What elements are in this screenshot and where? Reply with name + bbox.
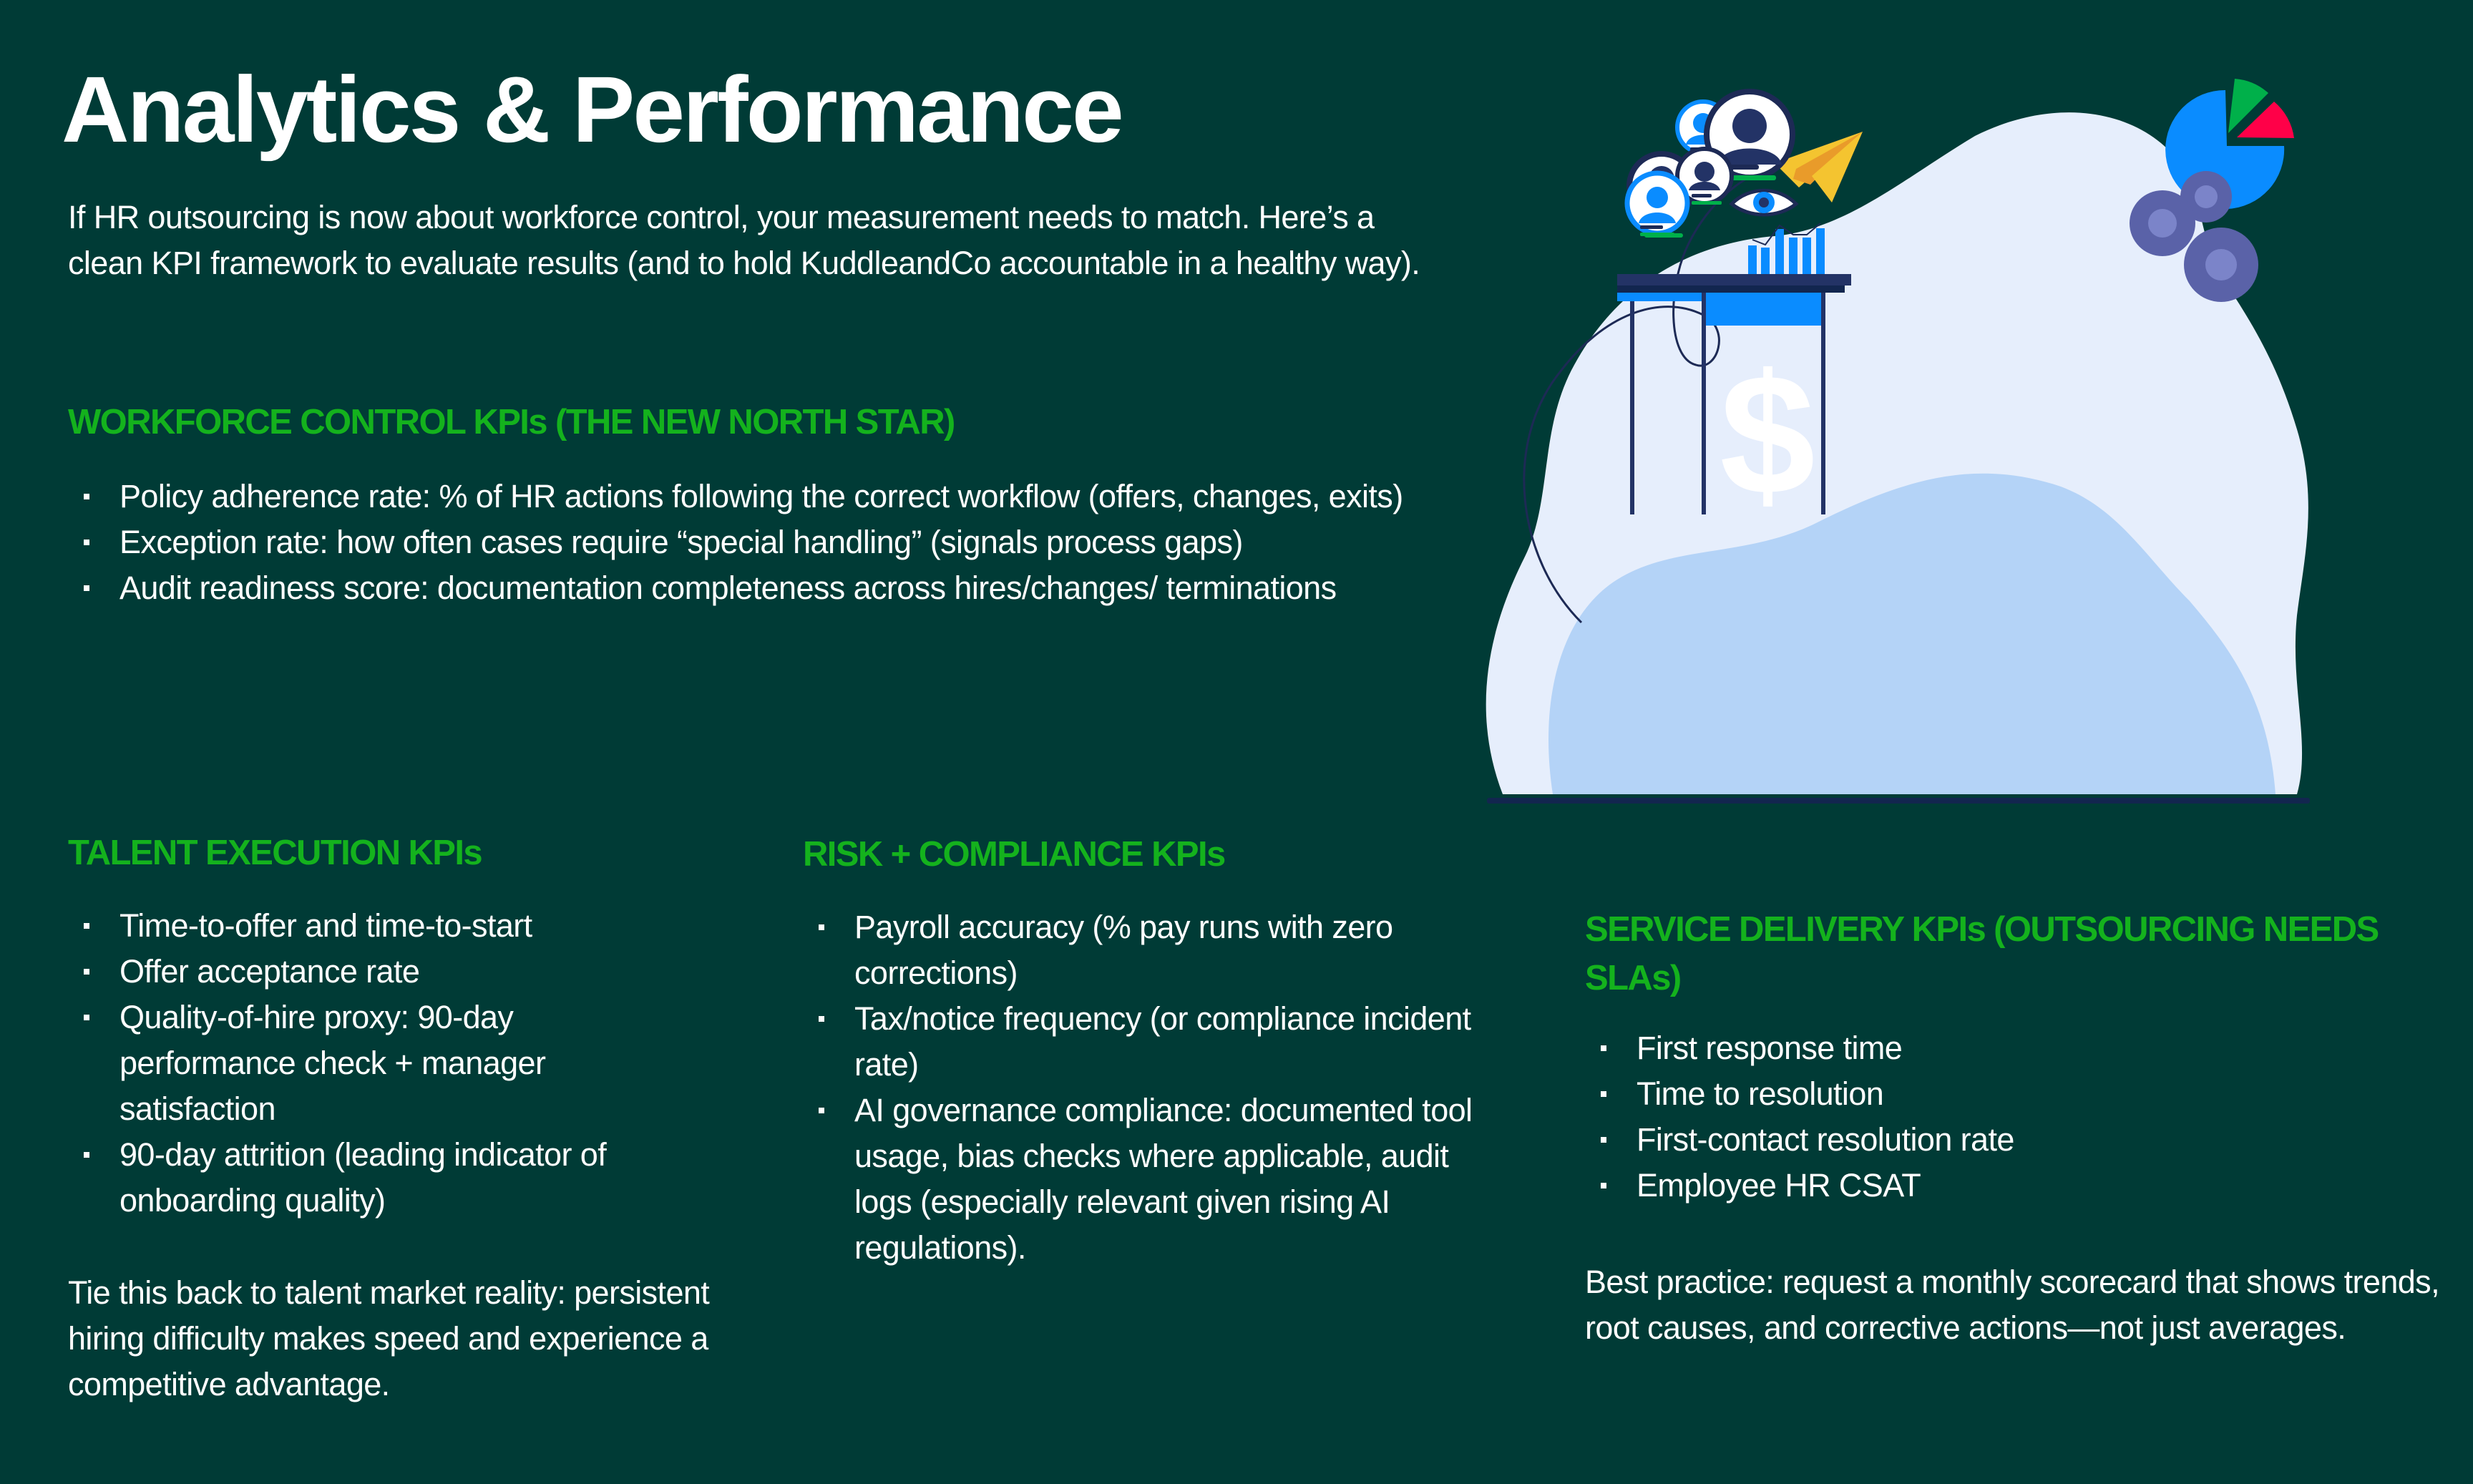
bullet-icon [819,1108,824,1113]
list-item-text: Offer acceptance rate [119,953,420,990]
floor-line [1487,798,2310,804]
list-item: Policy adherence rate: % of HR actions f… [68,474,1506,519]
list-item-text: Audit readiness score: documentation com… [119,570,1337,606]
paper-plane-icon [1775,132,1863,202]
list-item-text: Time-to-offer and time-to-start [119,907,532,944]
user-avatar-icon [1624,170,1690,236]
list-item: 90-day attrition (leading indicator of o… [68,1132,764,1224]
list-item: First-contact resolution rate [1585,1117,2429,1163]
bullet-icon [1601,1137,1606,1143]
dollar-sign-icon: $ [1720,338,1815,530]
list-item: AI governance compliance: documented too… [803,1088,1484,1271]
bullet-icon [819,1016,824,1022]
kpi-list: Payroll accuracy (% pay runs with zero c… [803,904,1490,1271]
kpi-list: Policy adherence rate: % of HR actions f… [68,474,1506,611]
list-item-text: Quality-of-hire proxy: 90-day performanc… [119,999,546,1127]
list-item: Time-to-offer and time-to-start [68,903,741,949]
hr-analytics-illustration: $ [1474,57,2318,844]
section-heading: RISK + COMPLIANCE KPIs [803,835,1226,874]
list-item-text: First response time [1637,1030,1903,1066]
eye-icon [1729,188,1799,217]
list-item: Tax/notice frequency (or compliance inci… [803,996,1498,1088]
bullet-icon [84,540,89,545]
workforce-control-section: WORKFORCE CONTROL KPIs (THE NEW NORTH ST… [68,398,1506,611]
list-item: First response time [1585,1025,2429,1071]
list-item: Time to resolution [1585,1071,2429,1117]
list-item-text: Policy adherence rate: % of HR actions f… [119,478,1403,514]
page-title: Analytics & Performance [62,57,1124,162]
bullet-icon [1601,1091,1606,1097]
list-item-text: Exception rate: how often cases require … [119,524,1243,560]
kpi-list: Time-to-offer and time-to-start Offer ac… [68,903,741,1224]
list-item-text: Time to resolution [1637,1075,1884,1112]
bullet-icon [84,969,89,975]
desk [1617,274,1851,514]
list-item-text: Payroll accuracy (% pay runs with zero c… [854,909,1393,991]
user-avatar-icon [1704,89,1795,180]
list-item: Exception rate: how often cases require … [68,519,1506,565]
list-item: Offer acceptance rate [68,949,741,995]
list-item-text: AI governance compliance: documented too… [854,1092,1473,1266]
bullet-icon [1601,1183,1606,1188]
section-heading: SERVICE DELIVERY KPIs (OUTSOURCING NEEDS… [1585,910,2379,997]
bar-chart-icon [1748,223,1825,275]
bullet-icon [84,585,89,591]
bullet-icon [84,923,89,929]
talent-execution-section: TALENT EXECUTION KPIs Time-to-offer and … [68,829,741,1224]
kpi-list: First response time Time to resolution F… [1585,1025,2429,1209]
list-item: Audit readiness score: documentation com… [68,565,1379,611]
service-delivery-section: SERVICE DELIVERY KPIs (OUTSOURCING NEEDS… [1585,905,2429,1209]
bullet-icon [84,1152,89,1158]
bullet-icon [819,924,824,930]
bullet-icon [84,494,89,499]
list-item-text: Employee HR CSAT [1637,1167,1921,1204]
section-heading: TALENT EXECUTION KPIs [68,834,483,872]
risk-compliance-section: RISK + COMPLIANCE KPIs Payroll accuracy … [803,830,1490,1271]
gear-icon [2130,171,2258,302]
list-item-text: 90-day attrition (leading indicator of o… [119,1136,607,1219]
list-item: Payroll accuracy (% pay runs with zero c… [803,904,1498,996]
bullet-icon [1601,1045,1606,1051]
section-heading: WORKFORCE CONTROL KPIs (THE NEW NORTH ST… [68,403,955,441]
user-avatar-icon [1675,147,1734,205]
list-item: Employee HR CSAT [1585,1163,2429,1209]
list-item-text: First-contact resolution rate [1637,1121,2014,1158]
bullet-icon [84,1015,89,1020]
intro-paragraph: If HR outsourcing is now about workforce… [68,199,1420,281]
service-note: Best practice: request a monthly scoreca… [1585,1264,2440,1346]
talent-note: Tie this back to talent market reality: … [68,1274,710,1402]
background-blob-inner [1548,473,2276,794]
list-item: Quality-of-hire proxy: 90-day performanc… [68,995,678,1132]
list-item-text: Tax/notice frequency (or compliance inci… [854,1000,1471,1083]
